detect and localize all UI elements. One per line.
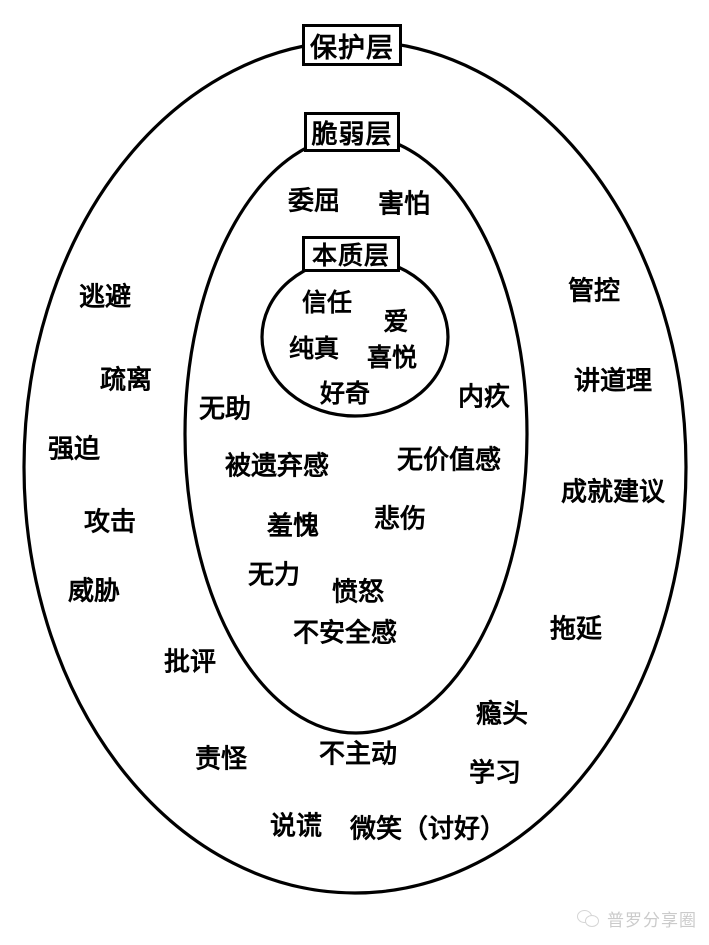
watermark: 普罗分享圈	[577, 906, 697, 931]
vulnerable-layer-word: 无力	[247, 560, 301, 591]
vulnerable-layer-word: 羞愧	[266, 511, 320, 542]
protection-layer-word: 强迫	[47, 434, 101, 465]
protection-layer-word: 逃避	[78, 282, 132, 313]
wechat-bubbles-icon	[577, 909, 599, 928]
core-layer-word: 爱	[383, 307, 409, 336]
core-layer-word: 好奇	[319, 379, 371, 408]
protection-layer-word: 疏离	[99, 365, 153, 396]
protection-layer-word: 瘾头	[475, 699, 529, 730]
protection-layer-word: 微笑（讨好）	[349, 814, 507, 845]
vulnerable-layer-word: 不安全感	[292, 618, 398, 649]
protection-layer-word: 管控	[567, 276, 621, 307]
protection-layer-word: 说谎	[269, 811, 323, 842]
protection-layer-word: 批评	[163, 647, 217, 678]
core-layer-word: 信任	[301, 288, 353, 317]
core-layer-word: 喜悦	[366, 343, 418, 372]
vulnerable-layer-word: 无价值感	[396, 445, 502, 476]
protection-layer-title: 保护层	[310, 32, 394, 64]
vulnerable-layer-word: 内疚	[457, 382, 511, 413]
protection-layer-title-box: 保护层	[302, 24, 402, 66]
protection-layer-word: 威胁	[67, 576, 121, 607]
vulnerable-layer-word: 委屈	[287, 186, 341, 217]
core-layer-title-box: 本质层	[302, 236, 400, 272]
vulnerable-layer-word: 愤怒	[331, 577, 385, 608]
protection-layer-word: 学习	[468, 758, 522, 789]
vulnerable-layer-word: 害怕	[377, 189, 431, 220]
watermark-text: 普罗分享圈	[607, 911, 697, 931]
core-layer-title: 本质层	[311, 241, 390, 270]
vulnerable-layer-word: 悲伤	[373, 504, 427, 535]
protection-layer-word: 讲道理	[573, 366, 653, 397]
vulnerable-layer-title-box: 脆弱层	[304, 112, 400, 152]
protection-layer-word: 攻击	[83, 507, 137, 538]
vulnerable-layer-word: 无助	[198, 394, 252, 425]
vulnerable-layer-title: 脆弱层	[311, 119, 393, 150]
protection-layer-word: 不主动	[318, 739, 398, 770]
protection-layer-word: 成就建议	[560, 477, 666, 508]
core-layer-word: 纯真	[288, 334, 340, 363]
protection-layer-word: 拖延	[549, 614, 603, 645]
vulnerable-layer-word: 被遗弃感	[224, 451, 330, 482]
protection-layer-word: 责怪	[194, 744, 248, 775]
